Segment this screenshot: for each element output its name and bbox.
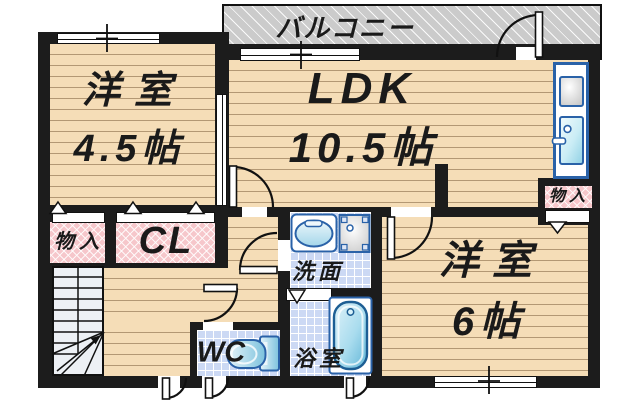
hall-floor-lower: [104, 322, 190, 376]
washing-machine-icon: [338, 214, 371, 253]
closet-notch-1: [123, 200, 143, 215]
ldk-size-label: 10.5帖: [288, 124, 438, 171]
hall-floor-middle: [104, 268, 278, 322]
kitchen-counter-icon: [551, 62, 589, 179]
closet-notch-2: [186, 200, 206, 215]
storage-left-area: [50, 222, 105, 263]
closet-label: CL: [138, 220, 194, 262]
hall-ldk-door-leaf: [228, 165, 238, 208]
storage-left-notch: [48, 200, 68, 215]
balcony-door-leaf: [534, 11, 544, 58]
balcony-label: バルコニー: [275, 13, 415, 43]
wc-exit-door-leaf: [204, 377, 214, 399]
wc-door-arc: [203, 287, 239, 323]
hall-exit-door-leaf: [161, 377, 171, 400]
bedroom-b-floor: [382, 217, 588, 376]
hall-ldk-door-arc: [232, 165, 275, 208]
bedroom-a-floor: [50, 44, 215, 205]
bedroom-b-door-arc: [390, 216, 434, 260]
storage-right-notch: [547, 221, 568, 235]
bedroom-b-door-opening: [391, 207, 431, 217]
washroom-door-arc: [238, 231, 278, 271]
door-leaves: [161, 11, 544, 400]
staircase-treads: [51, 266, 105, 377]
bedroom-a-window-tick: [96, 24, 118, 52]
stairs-direction-arrow: [56, 336, 100, 372]
washroom-door-opening: [278, 240, 290, 271]
bedroom-b-door-leaf: [386, 216, 396, 260]
toilet-icon: [226, 335, 280, 372]
bedroom-b-window: [434, 376, 537, 388]
bathtub-icon: [328, 296, 373, 375]
balcony-door-arc: [495, 13, 540, 58]
hall-ldk-door-opening: [242, 207, 267, 217]
storage-right-area: [545, 186, 592, 208]
sliding-door-bedroom-a: [216, 94, 227, 206]
bathroom-label: 浴室: [292, 346, 346, 371]
wc-label: WC: [196, 336, 246, 369]
wc-door-opening: [203, 322, 233, 330]
bedroom-b-window-tick: [478, 366, 500, 394]
ldk-floor: [229, 60, 588, 207]
bedroom-a-size-label: 4.5帖: [73, 128, 185, 170]
washroom-door-leaf: [239, 265, 278, 275]
bedroom-b-size-label: 6帖: [451, 300, 527, 344]
hall-floor-upper: [228, 217, 278, 268]
storage-left-label: 物入: [54, 231, 104, 253]
wc-door-leaf: [203, 283, 238, 293]
storage-right-folding-door: [545, 210, 590, 223]
bedroom-b-name-label: 洋室: [439, 239, 545, 283]
bathroom-door-notch: [287, 289, 307, 305]
washbasin-icon: [290, 213, 338, 253]
bath-exit-door-leaf: [345, 377, 355, 399]
storage-left-folding-door: [52, 212, 105, 223]
folding-door-notches: [48, 200, 568, 305]
ldk-window-tick: [290, 41, 312, 69]
ldk-name-label: LDK: [307, 64, 417, 113]
bedroom-a-name-label: 洋室: [81, 70, 187, 112]
washroom-label: 洗面: [291, 259, 345, 284]
storage-right-label: 物入: [548, 188, 590, 205]
closet-area: [116, 222, 215, 263]
closet-folding-door: [116, 212, 215, 223]
ldk-wall-stub: [435, 164, 448, 207]
window-ticks: [96, 24, 500, 394]
balcony-door-opening: [516, 47, 536, 60]
